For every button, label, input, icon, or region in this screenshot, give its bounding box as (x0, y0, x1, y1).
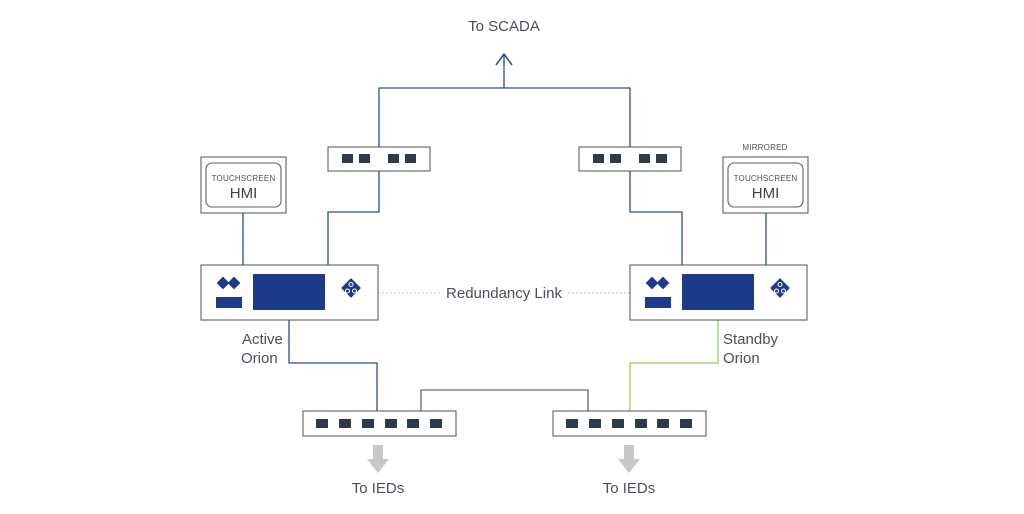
port (656, 154, 667, 163)
port (430, 419, 442, 428)
port (680, 419, 692, 428)
port (359, 154, 370, 163)
port (388, 154, 399, 163)
active-orion-label-line2: Orion (241, 350, 278, 367)
port (339, 419, 351, 428)
device-display (253, 274, 325, 310)
mirrored-caption: MIRRORED (742, 143, 787, 152)
down-arrow-icon (618, 445, 640, 473)
down-arrow-icon (367, 445, 389, 473)
port (589, 419, 601, 428)
standby-orion-to-ied-switch-line (629, 320, 719, 411)
ied-switch-interlink-line (420, 389, 589, 411)
active-orion-to-ied-switch-line (288, 320, 378, 411)
port (566, 419, 578, 428)
hmi-right: TOUCHSCREEN HMI (722, 156, 809, 214)
upper-left-switch (327, 146, 431, 172)
brand-logo-icon (216, 276, 241, 290)
port (639, 154, 650, 163)
upper-right-switch (578, 146, 682, 172)
hmi-right-top-text: TOUCHSCREEN (734, 174, 798, 183)
port (635, 419, 647, 428)
scada-bus-line (378, 87, 631, 147)
network-node-icon (770, 278, 790, 298)
port (342, 154, 353, 163)
lower-left-switch (302, 410, 457, 437)
status-bar (645, 297, 671, 308)
port (316, 419, 328, 428)
hmi-left-top-text: TOUCHSCREEN (212, 174, 276, 183)
hmi-right-main-text: HMI (752, 185, 780, 202)
hmi-left: TOUCHSCREEN HMI (200, 156, 287, 214)
standby-orion-label-line1: Standby (723, 331, 779, 348)
redundancy-link-label: Redundancy Link (446, 285, 562, 302)
port (405, 154, 416, 163)
scada-arrow-head (495, 52, 513, 66)
right-switch-to-orion-line (629, 171, 683, 265)
port (407, 419, 419, 428)
hmi-screen (205, 162, 282, 208)
connection-lines (242, 55, 767, 411)
port (593, 154, 604, 163)
status-bar (216, 297, 242, 308)
hmi-screen (727, 162, 804, 208)
port (612, 419, 624, 428)
port (657, 419, 669, 428)
active-orion-device (200, 264, 379, 321)
hmi-left-main-text: HMI (230, 185, 258, 202)
standby-orion-device (629, 264, 808, 321)
active-orion-label-line1: Active (242, 331, 283, 348)
left-switch-to-orion-line (327, 171, 380, 265)
standby-orion-label-line2: Orion (723, 350, 760, 367)
port (610, 154, 621, 163)
scada-label: To SCADA (468, 18, 540, 35)
port (385, 419, 397, 428)
network-node-icon (341, 278, 361, 298)
device-display (682, 274, 754, 310)
port (362, 419, 374, 428)
ied-right-label: To IEDs (603, 480, 656, 497)
lower-right-switch (552, 410, 707, 437)
ied-left-label: To IEDs (352, 480, 405, 497)
